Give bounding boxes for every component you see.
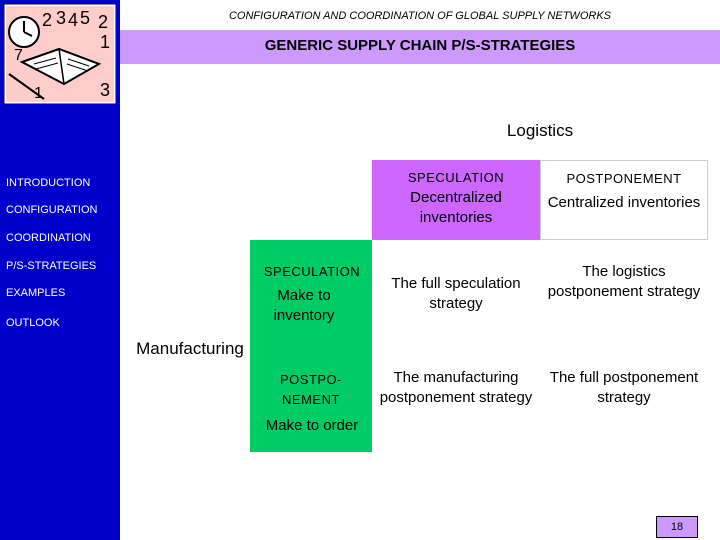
clipart-digit: 5	[80, 8, 90, 28]
clipart-digit: 3	[56, 8, 66, 28]
top-title: CONFIGURATION AND COORDINATION OF GLOBAL…	[228, 10, 611, 22]
clipart-digit: 2	[42, 10, 52, 30]
row-header-speculation-sub: Make to inventory	[273, 287, 335, 324]
row-header-postponement: POSTPO-NEMENT Make to order	[252, 370, 372, 440]
nav-item-examples[interactable]: EXAMPLES	[6, 287, 66, 299]
col-header-speculation-sub: Decentralized inventories	[410, 189, 502, 226]
clipart-digit: 4	[68, 10, 78, 30]
col-header-postponement: POSTPONEMENT Centralized inventories	[540, 160, 708, 240]
cell-full-postponement: The full postponement strategy	[546, 368, 702, 458]
clipart-digit: 2	[98, 12, 108, 32]
page-number: 18	[656, 516, 698, 538]
nav-item-outlook[interactable]: OUTLOOK	[6, 317, 60, 329]
clipart-digit: 3	[100, 80, 110, 100]
manufacturing-band	[250, 240, 372, 452]
row-header-postponement-sub: Make to order	[265, 417, 359, 434]
clipart-digit: 1	[34, 85, 43, 102]
col-header-postponement-title: POSTPONEMENT	[566, 171, 682, 186]
manufacturing-label: Manufacturing	[128, 339, 252, 359]
col-header-postponement-sub: Centralized inventories	[547, 194, 701, 211]
main-title-bar: GENERIC SUPPLY CHAIN P/S-STRATEGIES	[120, 30, 720, 64]
row-header-speculation-title: SPECULATION	[263, 264, 361, 279]
col-header-speculation: SPECULATION Decentralized inventories	[378, 168, 534, 238]
top-title-bar: CONFIGURATION AND COORDINATION OF GLOBAL…	[120, 4, 720, 30]
row-header-postponement-title: POSTPO-NEMENT	[279, 372, 342, 407]
main-title: GENERIC SUPPLY CHAIN P/S-STRATEGIES	[264, 37, 576, 54]
clipart-digit: 1	[100, 32, 110, 52]
logistics-label: Logistics	[506, 121, 574, 140]
nav-item-configuration[interactable]: CONFIGURATION	[6, 204, 98, 216]
clipart-digit: 7	[14, 47, 23, 64]
cell-full-speculation: The full speculation strategy	[374, 274, 538, 334]
nav-item-introduction[interactable]: INTRODUCTION	[6, 177, 91, 189]
cell-manufacturing-postponement: The manufacturing postponement strategy	[374, 368, 538, 458]
row-header-speculation: SPECULATION Make to inventory	[252, 262, 372, 332]
clock-and-book-clipart-icon: 2 3 4 5 2 1 3 7 1	[4, 4, 116, 104]
col-header-speculation-title: SPECULATION	[407, 170, 505, 185]
nav-item-coordination[interactable]: COORDINATION	[6, 232, 91, 244]
nav-item-ps-strategies[interactable]: P/S-STRATEGIES	[6, 260, 97, 272]
cell-logistics-postponement: The logistics postponement strategy	[546, 262, 702, 342]
